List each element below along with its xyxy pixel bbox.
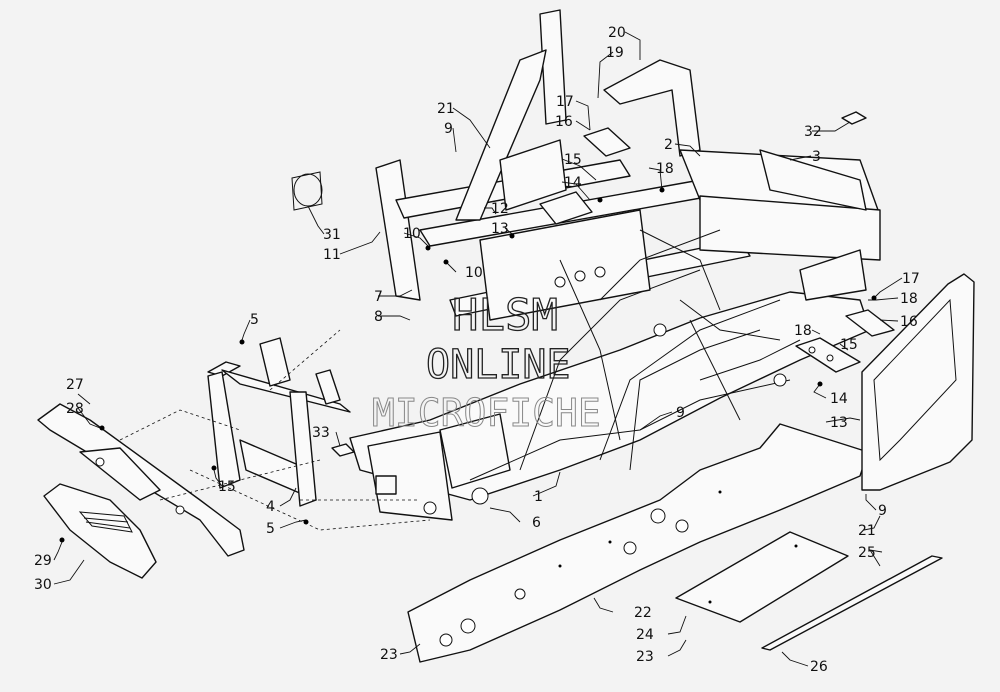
callout-18b: 18 — [900, 291, 918, 307]
callout-1: 1 — [534, 489, 543, 505]
callout-9: 9 — [444, 121, 453, 137]
callout-10b: 10 — [465, 265, 483, 281]
callout-6: 6 — [532, 515, 541, 531]
callout-32: 32 — [804, 124, 822, 140]
callout-25: 25 — [858, 545, 876, 561]
callout-7: 7 — [374, 289, 383, 305]
callout-3: 3 — [812, 149, 821, 165]
watermark-line1: HLSM — [452, 290, 558, 341]
callout-14: 14 — [564, 175, 582, 191]
callout-22: 22 — [634, 605, 652, 621]
leader-lines — [53, 31, 903, 667]
callout-16: 16 — [555, 114, 573, 130]
callout-33: 33 — [312, 425, 330, 441]
callout-26: 26 — [810, 659, 828, 675]
callout-17: 17 — [556, 94, 574, 110]
side-panel-right — [861, 273, 975, 491]
bracket-14 — [795, 337, 861, 373]
callout-21: 21 — [437, 101, 455, 117]
callout-2: 2 — [664, 137, 673, 153]
skid-plate — [407, 423, 869, 663]
callout-29: 29 — [34, 553, 52, 569]
callout-20: 20 — [608, 25, 626, 41]
callout-14b: 14 — [830, 391, 848, 407]
trim-strip — [761, 555, 943, 651]
watermark-line2: ONLINE — [426, 342, 571, 388]
callout-13b: 13 — [830, 415, 848, 431]
callout-15c: 15 — [218, 479, 236, 495]
callout-15: 15 — [564, 152, 582, 168]
side-skid-panel — [675, 531, 849, 623]
callout-13: 13 — [491, 221, 509, 237]
callout-23: 23 — [380, 647, 398, 663]
callout-24: 24 — [636, 627, 654, 643]
bracket-14-upper — [539, 191, 593, 225]
callout-9b: 9 — [676, 405, 685, 421]
callout-18: 18 — [656, 161, 674, 177]
callout-28: 28 — [66, 401, 84, 417]
callout-23b: 23 — [636, 649, 654, 665]
callout-11: 11 — [323, 247, 341, 263]
clamp-31 — [291, 171, 323, 211]
callout-21b: 21 — [858, 523, 876, 539]
plate-32 — [841, 111, 867, 125]
callout-17b: 17 — [902, 271, 920, 287]
watermark: HLSM ONLINE MICROFICHE — [372, 289, 602, 435]
callout-12: 12 — [491, 201, 509, 217]
plate-33 — [331, 443, 355, 457]
callout-30: 30 — [34, 577, 52, 593]
callout-4: 4 — [266, 499, 275, 515]
callout-labels: 20 19 17 16 21 9 2 32 3 15 18 14 12 13 3… — [34, 25, 920, 675]
watermark-line3: MICROFICHE — [372, 391, 601, 435]
callout-19: 19 — [606, 45, 624, 61]
callout-10: 10 — [403, 226, 421, 242]
callout-5: 5 — [250, 312, 259, 328]
callout-9c: 9 — [878, 503, 887, 519]
callout-31: 31 — [323, 227, 341, 243]
callout-5b: 5 — [266, 521, 275, 537]
front-bracket — [207, 337, 351, 507]
callout-15b: 15 — [840, 337, 858, 353]
front-bumper — [37, 403, 245, 557]
bracket-16 — [845, 309, 895, 337]
callout-16b: 16 — [900, 314, 918, 330]
bracket-16-upper — [583, 127, 631, 157]
callout-27: 27 — [66, 377, 84, 393]
bumper-guard — [43, 483, 157, 579]
callout-18c: 18 — [794, 323, 812, 339]
hardware-points — [59, 187, 877, 543]
callout-8: 8 — [374, 309, 383, 325]
